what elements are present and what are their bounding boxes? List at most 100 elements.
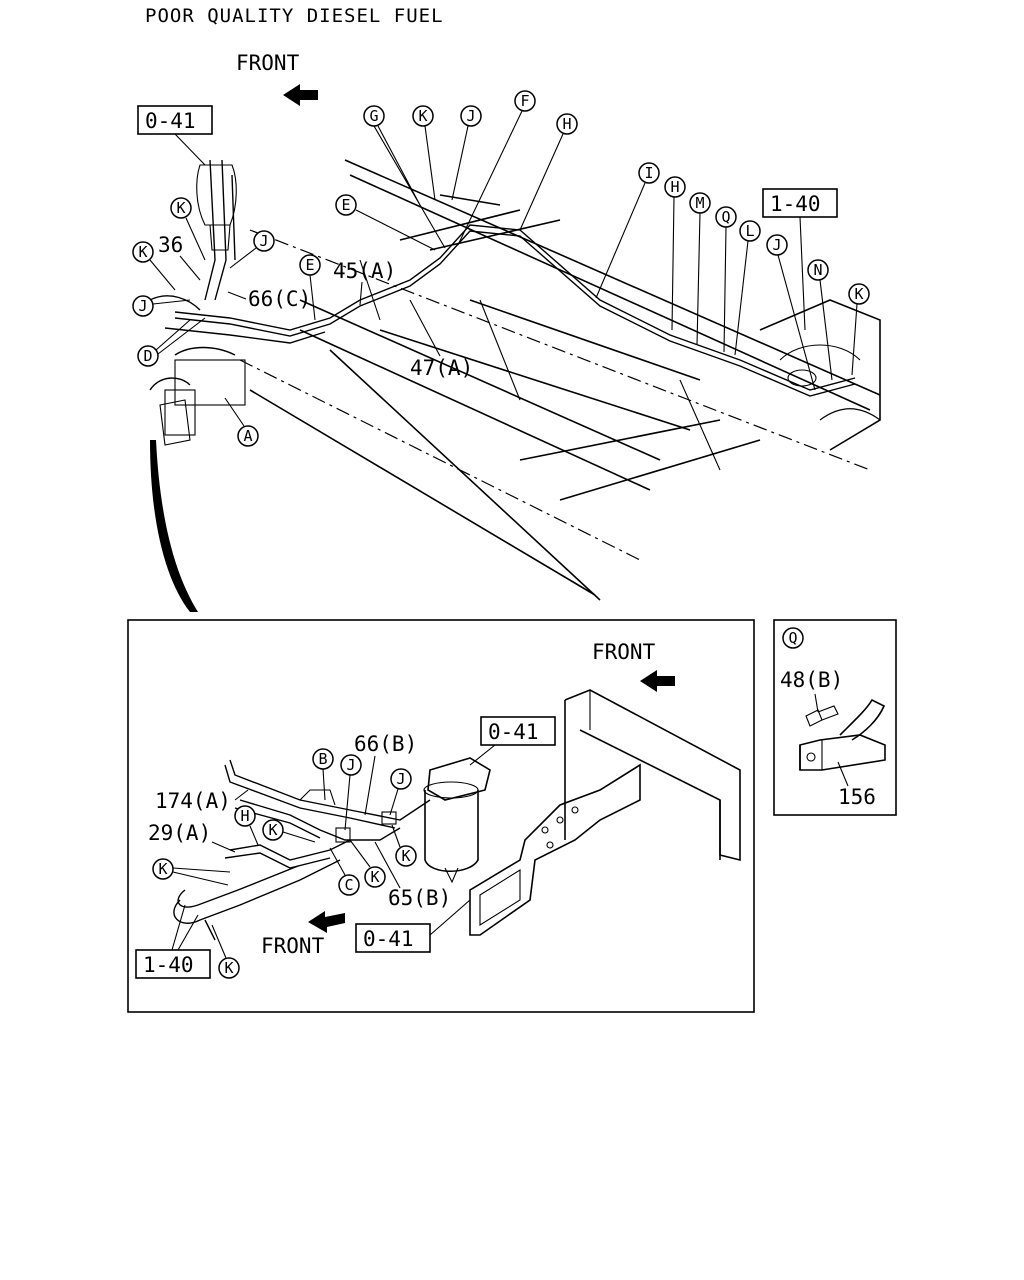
svg-text:K: K [370, 868, 379, 886]
svg-text:J: J [772, 236, 781, 254]
svg-text:J: J [138, 297, 147, 315]
part-label-36: 36 [158, 233, 183, 257]
part-label-47a: 47(A) [410, 356, 473, 380]
part-label-156: 156 [838, 785, 876, 809]
svg-text:K: K [268, 821, 277, 839]
callout-h-right: H [664, 176, 686, 331]
svg-text:D: D [143, 347, 152, 365]
svg-text:K: K [176, 199, 185, 217]
callout-j-top: J [451, 105, 482, 201]
callout-k-inset-2: K [152, 858, 231, 886]
svg-text:H: H [240, 807, 249, 825]
callout-e-lower: E [299, 254, 321, 321]
svg-text:K: K [854, 285, 863, 303]
svg-text:0-41: 0-41 [488, 720, 539, 744]
fuel-filter-assembly [159, 164, 246, 446]
callout-i: I [595, 162, 660, 299]
svg-text:H: H [562, 115, 571, 133]
front-arrow-inset-bottom [308, 911, 345, 933]
svg-text:J: J [346, 756, 355, 774]
callout-k-top: K [412, 105, 436, 201]
callout-k-left-2: K [132, 241, 176, 291]
ref-box-0-41-main: 0-41 [137, 105, 213, 166]
callout-h-inset: H [234, 805, 259, 846]
svg-text:A: A [243, 427, 252, 445]
svg-text:N: N [813, 261, 822, 279]
svg-text:F: F [520, 92, 529, 110]
svg-text:G: G [369, 107, 378, 125]
callout-f: F [457, 90, 536, 246]
svg-text:K: K [418, 107, 427, 125]
callout-b: B [312, 748, 334, 801]
inset-frame-rail [564, 689, 741, 862]
svg-text:J: J [259, 232, 268, 250]
inset-pipes [173, 759, 431, 941]
svg-text:K: K [224, 959, 233, 977]
front-label-inset-top: FRONT [592, 640, 656, 664]
ref-box-1-40-inset: 1-40 [135, 904, 211, 979]
svg-text:K: K [401, 847, 410, 865]
callout-k-right: K [848, 283, 870, 376]
main-view: FRONT [132, 51, 881, 612]
callout-k-inset-3: K [349, 839, 386, 888]
callout-d: D [137, 317, 206, 367]
callout-g: G [363, 105, 446, 249]
main-part-labels: 36 66(C) 45(A) 47(A) [158, 233, 473, 380]
front-arrow [283, 84, 318, 106]
svg-text:C: C [344, 876, 353, 894]
detail-inset: FRONT FRONT [127, 619, 755, 1013]
svg-text:0-41: 0-41 [363, 927, 414, 951]
callout-n: N [807, 259, 833, 381]
callout-j-inset-2: J [389, 768, 412, 816]
callout-e-upper: E [335, 194, 436, 251]
svg-text:J: J [396, 770, 405, 788]
front-label: FRONT [236, 51, 300, 75]
callout-k-inset-1: K [262, 819, 316, 843]
svg-text:E: E [341, 196, 350, 214]
svg-text:H: H [670, 178, 679, 196]
inset-bracket [469, 763, 641, 936]
fuel-pipes-main [149, 159, 856, 397]
svg-text:0-41: 0-41 [145, 109, 196, 133]
svg-text:E: E [305, 256, 314, 274]
svg-text:Q: Q [721, 208, 730, 226]
part-label-48b: 48(B) [780, 668, 843, 692]
callout-c: C [329, 847, 360, 896]
svg-text:B: B [318, 750, 327, 768]
svg-text:L: L [745, 222, 754, 240]
part-label-45a: 45(A) [333, 259, 396, 283]
inset-callouts: B J J H K [152, 748, 417, 979]
callout-l: L [734, 220, 761, 356]
callout-q-detail: Q [788, 629, 797, 647]
diagram-title: POOR QUALITY DIESEL FUEL [145, 5, 444, 27]
svg-text:K: K [138, 243, 147, 261]
part-label-174a: 174(A) [155, 789, 231, 813]
part-label-66c: 66(C) [248, 287, 311, 311]
ref-box-1-40-main: 1-40 [762, 188, 838, 331]
svg-text:K: K [158, 860, 167, 878]
callout-j-inset-1: J [340, 754, 362, 831]
part-label-66b: 66(B) [354, 732, 417, 756]
callout-q-main: Q [715, 206, 737, 353]
inset-fuel-filter [423, 757, 491, 884]
front-label-inset-bottom: FRONT [261, 934, 325, 958]
front-arrow-inset-top [640, 670, 675, 692]
inset-part-labels: 66(B) 174(A) 29(A) 65(B) [148, 732, 451, 910]
inset-leader [150, 440, 198, 612]
part-label-29a: 29(A) [148, 821, 211, 845]
part-label-65b: 65(B) [388, 886, 451, 910]
callout-k-inset-5: K [211, 924, 240, 979]
callout-j-left-2: J [132, 295, 191, 317]
callout-h-top: H [519, 113, 578, 231]
chassis-frame [239, 159, 881, 601]
svg-text:M: M [695, 194, 704, 212]
callout-a: A [224, 397, 259, 447]
callout-k-left-1: K [170, 197, 206, 261]
ref-box-0-41-inset-top: 0-41 [469, 716, 556, 766]
svg-text:I: I [644, 164, 653, 182]
main-callouts: G K J F H [132, 90, 870, 447]
callout-k-inset-4: K [391, 824, 417, 867]
callout-j-left-1: J [229, 230, 275, 269]
callout-m: M [689, 192, 711, 346]
